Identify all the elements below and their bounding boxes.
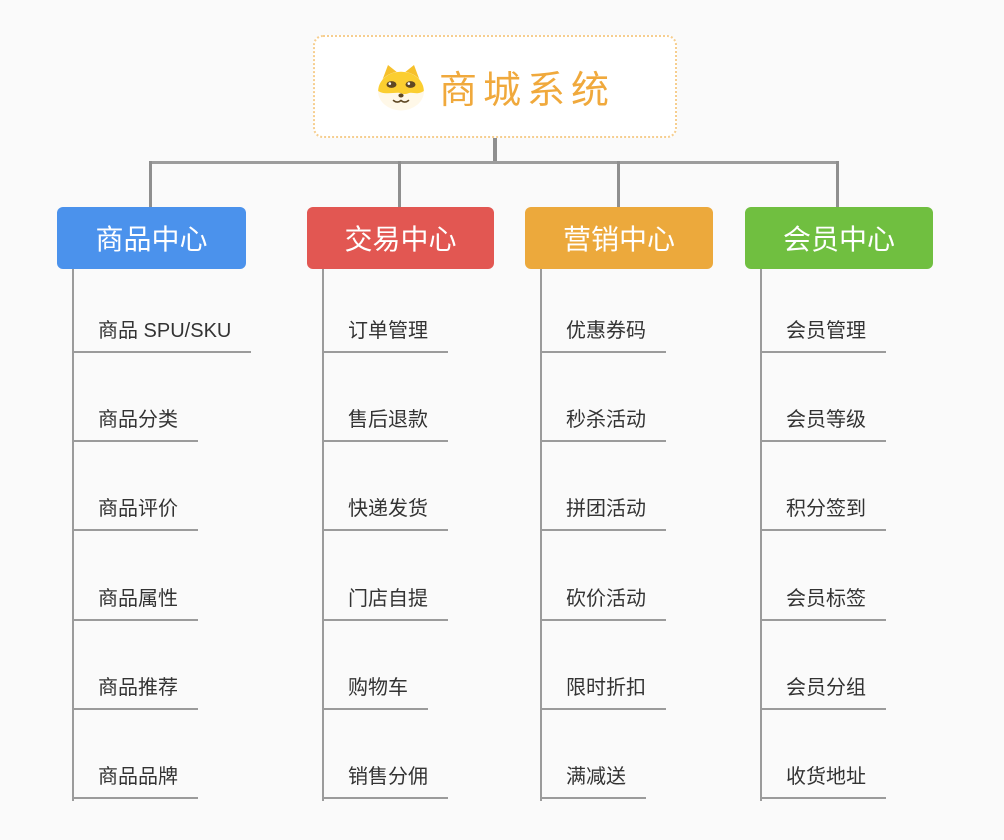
branch-node-trade-center[interactable]: 交易中心: [307, 207, 494, 269]
branch-node-member-center[interactable]: 会员中心: [745, 207, 933, 269]
leaf-node[interactable]: 会员管理: [760, 318, 886, 353]
root-title: 商城系统: [438, 70, 615, 112]
leaf-node[interactable]: 商品推荐: [72, 675, 198, 710]
branch-node-marketing-center[interactable]: 营销中心: [525, 207, 713, 269]
leaf-node[interactable]: 购物车: [322, 675, 428, 710]
branch-children-column-trade: 订单管理 售后退款 快递发货 门店自提 购物车 销售分佣: [322, 269, 562, 803]
leaf-node[interactable]: 会员标签: [760, 586, 886, 621]
connector-drop-trade: [398, 161, 401, 208]
branch-children-column-member: 会员管理 会员等级 积分签到 会员标签 会员分组 收货地址: [760, 269, 1000, 803]
leaf-node[interactable]: 商品 SPU/SKU: [72, 318, 252, 353]
leaf-node[interactable]: 拼团活动: [540, 496, 666, 531]
leaf-node[interactable]: 优惠券码: [540, 318, 666, 353]
leaf-node[interactable]: 满减送: [540, 764, 646, 799]
leaf-node[interactable]: 砍价活动: [540, 586, 666, 621]
leaf-node[interactable]: 快递发货: [322, 496, 448, 531]
leaf-node[interactable]: 商品评价: [72, 496, 198, 531]
leaf-node[interactable]: 订单管理: [322, 318, 448, 353]
branch-spine-line: [540, 269, 542, 801]
connector-drop-member: [836, 161, 839, 208]
branch-spine-line: [760, 269, 762, 801]
leaf-node[interactable]: 商品品牌: [72, 764, 198, 799]
connector-drop-marketing: [617, 161, 620, 208]
branch-node-product-center[interactable]: 商品中心: [57, 207, 246, 269]
connector-bus: [149, 161, 839, 164]
leaf-node[interactable]: 销售分佣: [322, 764, 448, 799]
leaf-node[interactable]: 秒杀活动: [540, 407, 666, 442]
leaf-node[interactable]: 限时折扣: [540, 675, 666, 710]
leaf-node[interactable]: 商品属性: [72, 586, 198, 621]
branch-children-column-product: 商品 SPU/SKU 商品分类 商品评价 商品属性 商品推荐 商品品牌: [72, 269, 312, 803]
leaf-node[interactable]: 售后退款: [322, 407, 448, 442]
leaf-node[interactable]: 会员等级: [760, 407, 886, 442]
leaf-node[interactable]: 会员分组: [760, 675, 886, 710]
branch-children-column-marketing: 优惠券码 秒杀活动 拼团活动 砍价活动 限时折扣 满减送: [540, 269, 780, 803]
root-node[interactable]: 商城系统: [313, 35, 677, 138]
connector-drop-product: [149, 161, 152, 208]
leaf-node[interactable]: 收货地址: [760, 764, 886, 799]
dog-face-icon: [377, 64, 424, 110]
branch-spine-line: [322, 269, 324, 801]
leaf-node[interactable]: 积分签到: [760, 496, 886, 531]
branch-spine-line: [72, 269, 74, 801]
leaf-node[interactable]: 门店自提: [322, 586, 448, 621]
leaf-node[interactable]: 商品分类: [72, 407, 198, 442]
connector-root-stub: [493, 138, 497, 164]
